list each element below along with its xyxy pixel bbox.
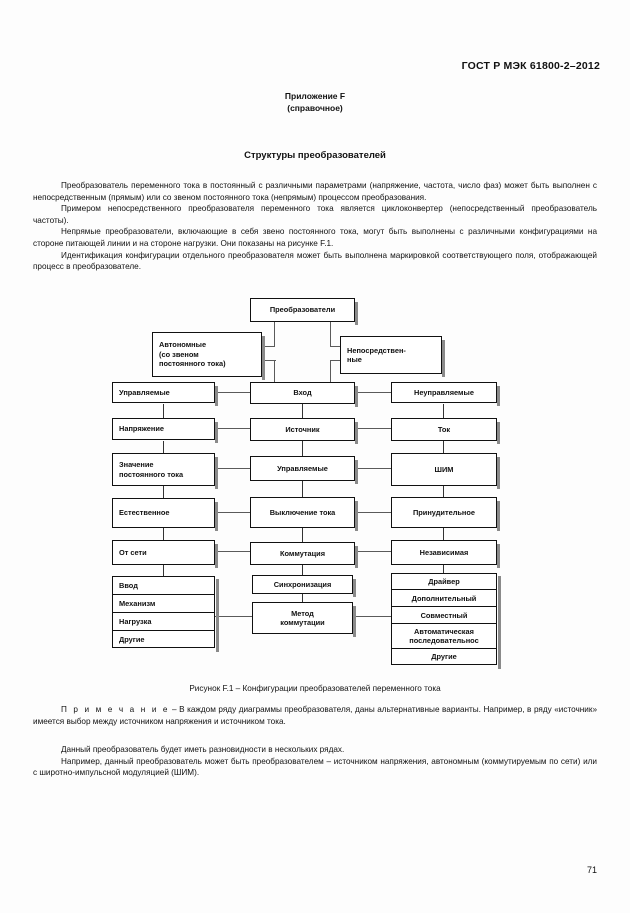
connector-root-right-down	[330, 322, 331, 346]
connector-root-left-down	[274, 322, 275, 346]
connector-left-row-2	[215, 428, 250, 429]
box-right-forced[interactable]: Принудительное	[391, 497, 500, 531]
connector-right-row-4	[355, 512, 391, 513]
connector-sync-method	[302, 594, 303, 602]
note-label: П р и м е ч а н и е	[61, 705, 170, 714]
intro-paragraph-3: Непрямые преобразователи, включающие в с…	[33, 227, 597, 248]
note-body: – В каждом ряду диаграммы преобразовател…	[33, 705, 597, 726]
box-synchronization[interactable]: Синхронизация	[252, 575, 356, 597]
box-autonomous[interactable]: Автономные (со звеном постоянного тока)	[152, 332, 265, 380]
connector-left-row-1	[215, 392, 250, 393]
connector-currentoff-commutation	[302, 528, 303, 542]
annex-subtitle: (справочное)	[287, 103, 343, 113]
stack-left-item-2[interactable]: Нагрузка	[112, 612, 215, 630]
connector-input-source	[302, 404, 303, 418]
stack-left-inputs: Ввод Механизм Нагрузка Другие	[112, 576, 219, 652]
box-direct[interactable]: Непосредствен- ные	[340, 336, 445, 377]
stack-right-item-1[interactable]: Дополнительный	[391, 589, 497, 606]
box-left-from-mains[interactable]: От сети	[112, 540, 218, 568]
note-block: П р и м е ч а н и е – В каждом ряду диаг…	[33, 704, 597, 727]
stack-left-item-1[interactable]: Механизм	[112, 594, 215, 612]
connector-right-v-1	[443, 404, 444, 418]
connector-left-v-4	[163, 528, 164, 540]
annex-heading: Приложение F (справочное)	[0, 90, 630, 114]
connector-left-row-4	[215, 512, 250, 513]
intro-paragraph-1: Преобразователь переменного тока в посто…	[33, 181, 597, 202]
connector-right-v-4	[443, 528, 444, 540]
box-left-voltage[interactable]: Напряжение	[112, 418, 218, 443]
connector-right-row-5	[355, 551, 391, 552]
note-paragraph: П р и м е ч а н и е – В каждом ряду диаг…	[33, 704, 597, 727]
connector-left-v-3	[163, 486, 164, 498]
standard-header: ГОСТ Р МЭК 61800-2–2012	[461, 60, 600, 72]
box-left-dc-value[interactable]: Значение постоянного тока	[112, 453, 218, 489]
connector-source-controlled	[302, 441, 303, 456]
box-right-pwm[interactable]: ШИМ	[391, 453, 500, 489]
box-commutation-method[interactable]: Метод коммутации	[252, 602, 356, 637]
connector-left-v-1	[163, 404, 164, 418]
stack-right-item-0[interactable]: Драйвер	[391, 573, 497, 589]
intro-paragraphs: Преобразователь переменного тока в посто…	[33, 180, 597, 273]
box-left-controlled[interactable]: Управляемые	[112, 382, 218, 406]
connector-left-v-2	[163, 441, 164, 453]
connector-left-row-5	[215, 551, 250, 552]
connector-right-v-2	[443, 441, 444, 453]
page-title: Структуры преобразователей	[244, 150, 386, 161]
annex-title: Приложение F	[284, 91, 346, 101]
connector-right-row-1	[355, 392, 391, 393]
box-current-off[interactable]: Выключение тока	[250, 497, 358, 531]
stack-right-methods: Драйвер Дополнительный Совместный Автома…	[391, 573, 501, 669]
stack-left-item-0[interactable]: Ввод	[112, 576, 215, 594]
stack-right-item-2[interactable]: Совместный	[391, 606, 497, 623]
box-right-uncontrolled[interactable]: Неуправляемые	[391, 382, 500, 406]
connector-left-row-3	[215, 468, 250, 469]
outro-paragraph-2: Например, данный преобразователь может б…	[33, 756, 597, 778]
intro-paragraph-2: Примером непосредственного преобразовате…	[33, 204, 597, 225]
box-right-current[interactable]: Ток	[391, 418, 500, 444]
intro-paragraph-4: Идентификация конфигурации отдельного пр…	[33, 250, 597, 272]
box-right-independent[interactable]: Независимая	[391, 540, 500, 568]
box-source[interactable]: Источник	[250, 418, 358, 444]
connector-left-stack-method	[215, 616, 252, 617]
page-number: 71	[586, 865, 597, 875]
stack-right-item-4[interactable]: Другие	[391, 648, 497, 665]
box-commutation[interactable]: Коммутация	[250, 542, 358, 568]
outro-paragraph-1: Данный преобразователь будет иметь разно…	[61, 745, 345, 754]
box-controlled-center[interactable]: Управляемые	[250, 456, 358, 484]
connector-down-to-input-right	[330, 360, 331, 382]
box-input[interactable]: Вход	[250, 382, 358, 407]
box-root[interactable]: Преобразователи	[250, 298, 358, 325]
connector-down-to-input-left	[274, 360, 275, 382]
stack-right-item-3[interactable]: Автоматическая последовательнос	[391, 623, 497, 648]
connector-method-right-stack	[352, 616, 392, 617]
connector-right-row-2	[355, 428, 391, 429]
connector-controlled-currentoff	[302, 481, 303, 497]
connector-right-row-3	[355, 468, 391, 469]
box-left-natural[interactable]: Естественное	[112, 498, 218, 531]
outro-paragraphs: Данный преобразователь будет иметь разно…	[33, 744, 597, 779]
connector-commutation-sync	[302, 565, 303, 575]
stack-left-item-3[interactable]: Другие	[112, 630, 215, 648]
figure-caption: Рисунок F.1 – Конфигурации преобразовате…	[189, 684, 441, 693]
